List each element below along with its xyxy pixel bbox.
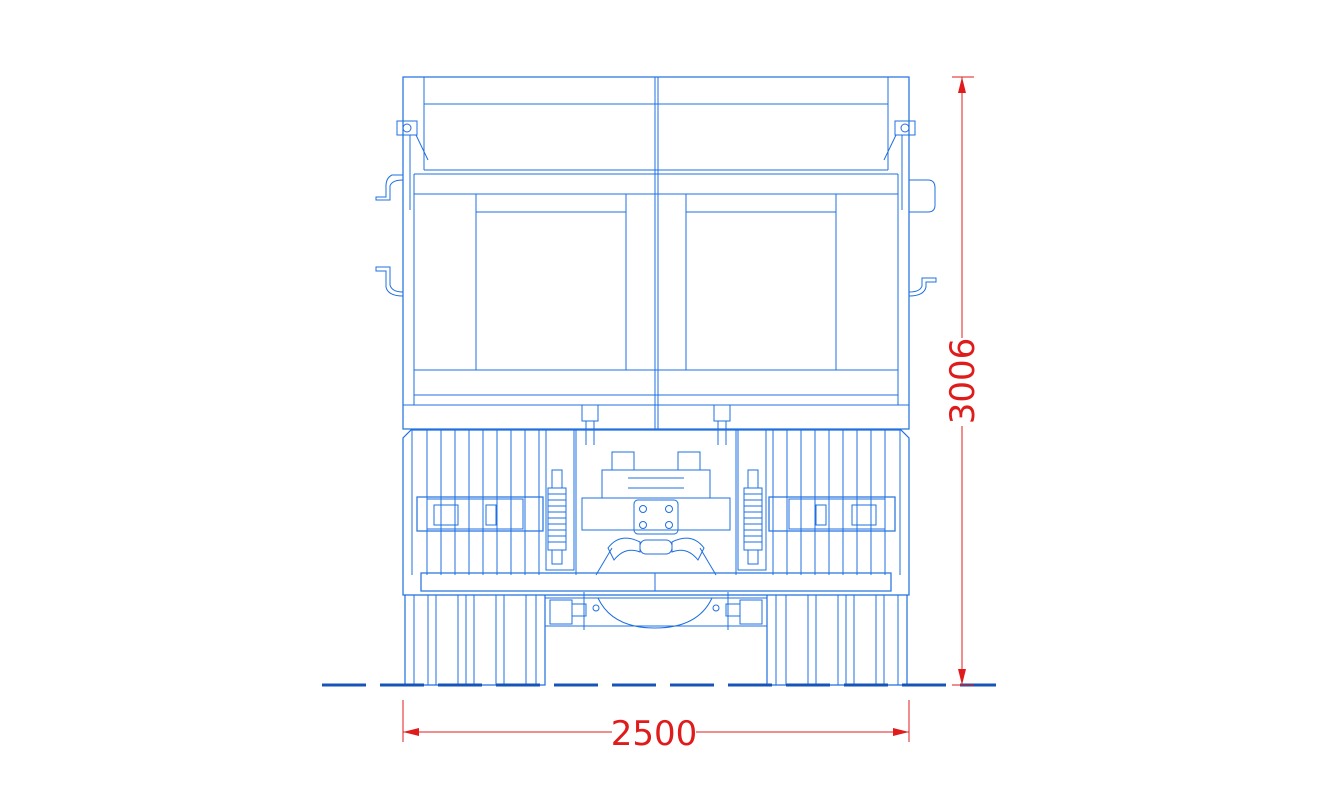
handle-right-lower <box>908 277 937 297</box>
spring-right <box>743 469 763 565</box>
dump-body <box>375 76 937 445</box>
mudflap-right <box>772 430 901 575</box>
tail-light-left <box>416 496 544 532</box>
rear-wheels-left <box>404 595 546 686</box>
hinge-left <box>396 120 429 210</box>
rear-bumper <box>420 572 892 592</box>
tailgate-panel-left <box>475 194 627 370</box>
height-dimension: 3006 <box>943 76 983 686</box>
hinge-right <box>883 120 916 210</box>
chassis <box>402 429 910 596</box>
height-dimension-label: 3006 <box>943 338 983 425</box>
mudflap-left <box>411 430 540 575</box>
handle-left-lower <box>375 266 404 297</box>
marker-light-right <box>909 179 936 213</box>
tow-hitch <box>581 451 731 576</box>
rear-axle <box>545 592 767 630</box>
tailgate-panel-right <box>685 194 837 370</box>
handle-left-upper <box>375 174 404 201</box>
width-dimension-label: 2500 <box>611 714 698 754</box>
spring-left <box>547 469 567 565</box>
rear-wheels-right <box>766 595 908 686</box>
latch-left <box>581 404 599 445</box>
width-dimension: 2500 <box>402 700 910 754</box>
latch-right <box>713 404 731 445</box>
tail-light-right <box>768 496 896 532</box>
